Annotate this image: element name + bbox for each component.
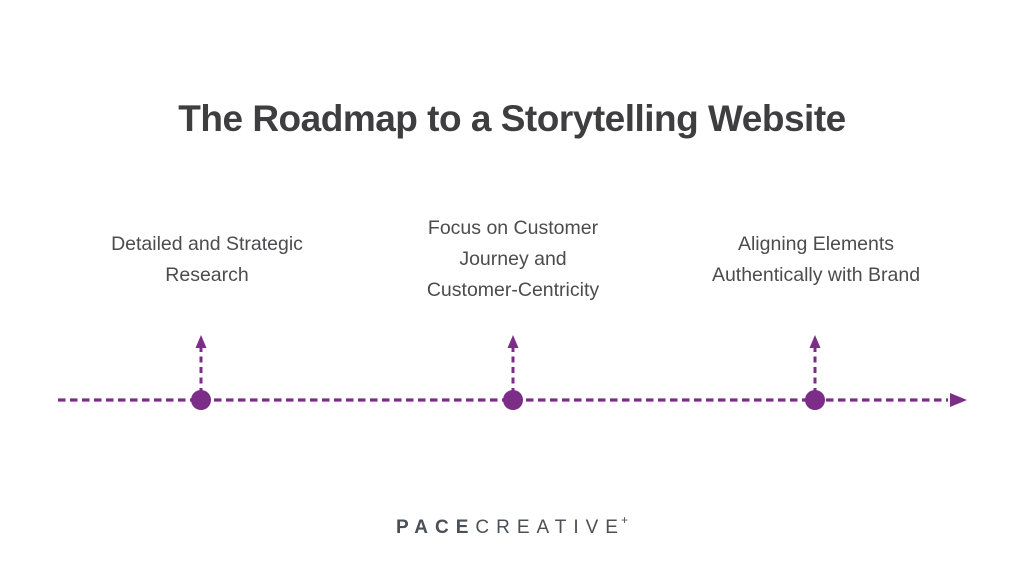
- milestone-arrowhead-icon-3: [809, 335, 821, 348]
- milestone-label-2: Focus on Customer Journey and Customer-C…: [426, 217, 600, 301]
- milestone-label-3: Aligning Elements Authentically with Bra…: [711, 233, 921, 286]
- milestone-dot-3: [805, 390, 825, 410]
- timeline-arrowhead-icon: [950, 393, 967, 407]
- brand-name-creative: CREATIVE: [475, 517, 625, 538]
- roadmap-timeline: [58, 335, 967, 410]
- brand-logo: PACECREATIVE+: [0, 513, 1024, 539]
- slide-title: The Roadmap to a Storytelling Website: [178, 98, 846, 139]
- milestone-dot-1: [191, 390, 211, 410]
- milestone-dot-2: [503, 390, 523, 410]
- milestone-arrowhead-icon-2: [507, 335, 519, 348]
- brand-name-pace: PACE: [395, 517, 476, 538]
- milestone-label-1: Detailed and Strategic Research: [111, 233, 303, 286]
- brand-plus-mark: +: [620, 513, 628, 527]
- milestone-arrowhead-icon-1: [195, 335, 207, 348]
